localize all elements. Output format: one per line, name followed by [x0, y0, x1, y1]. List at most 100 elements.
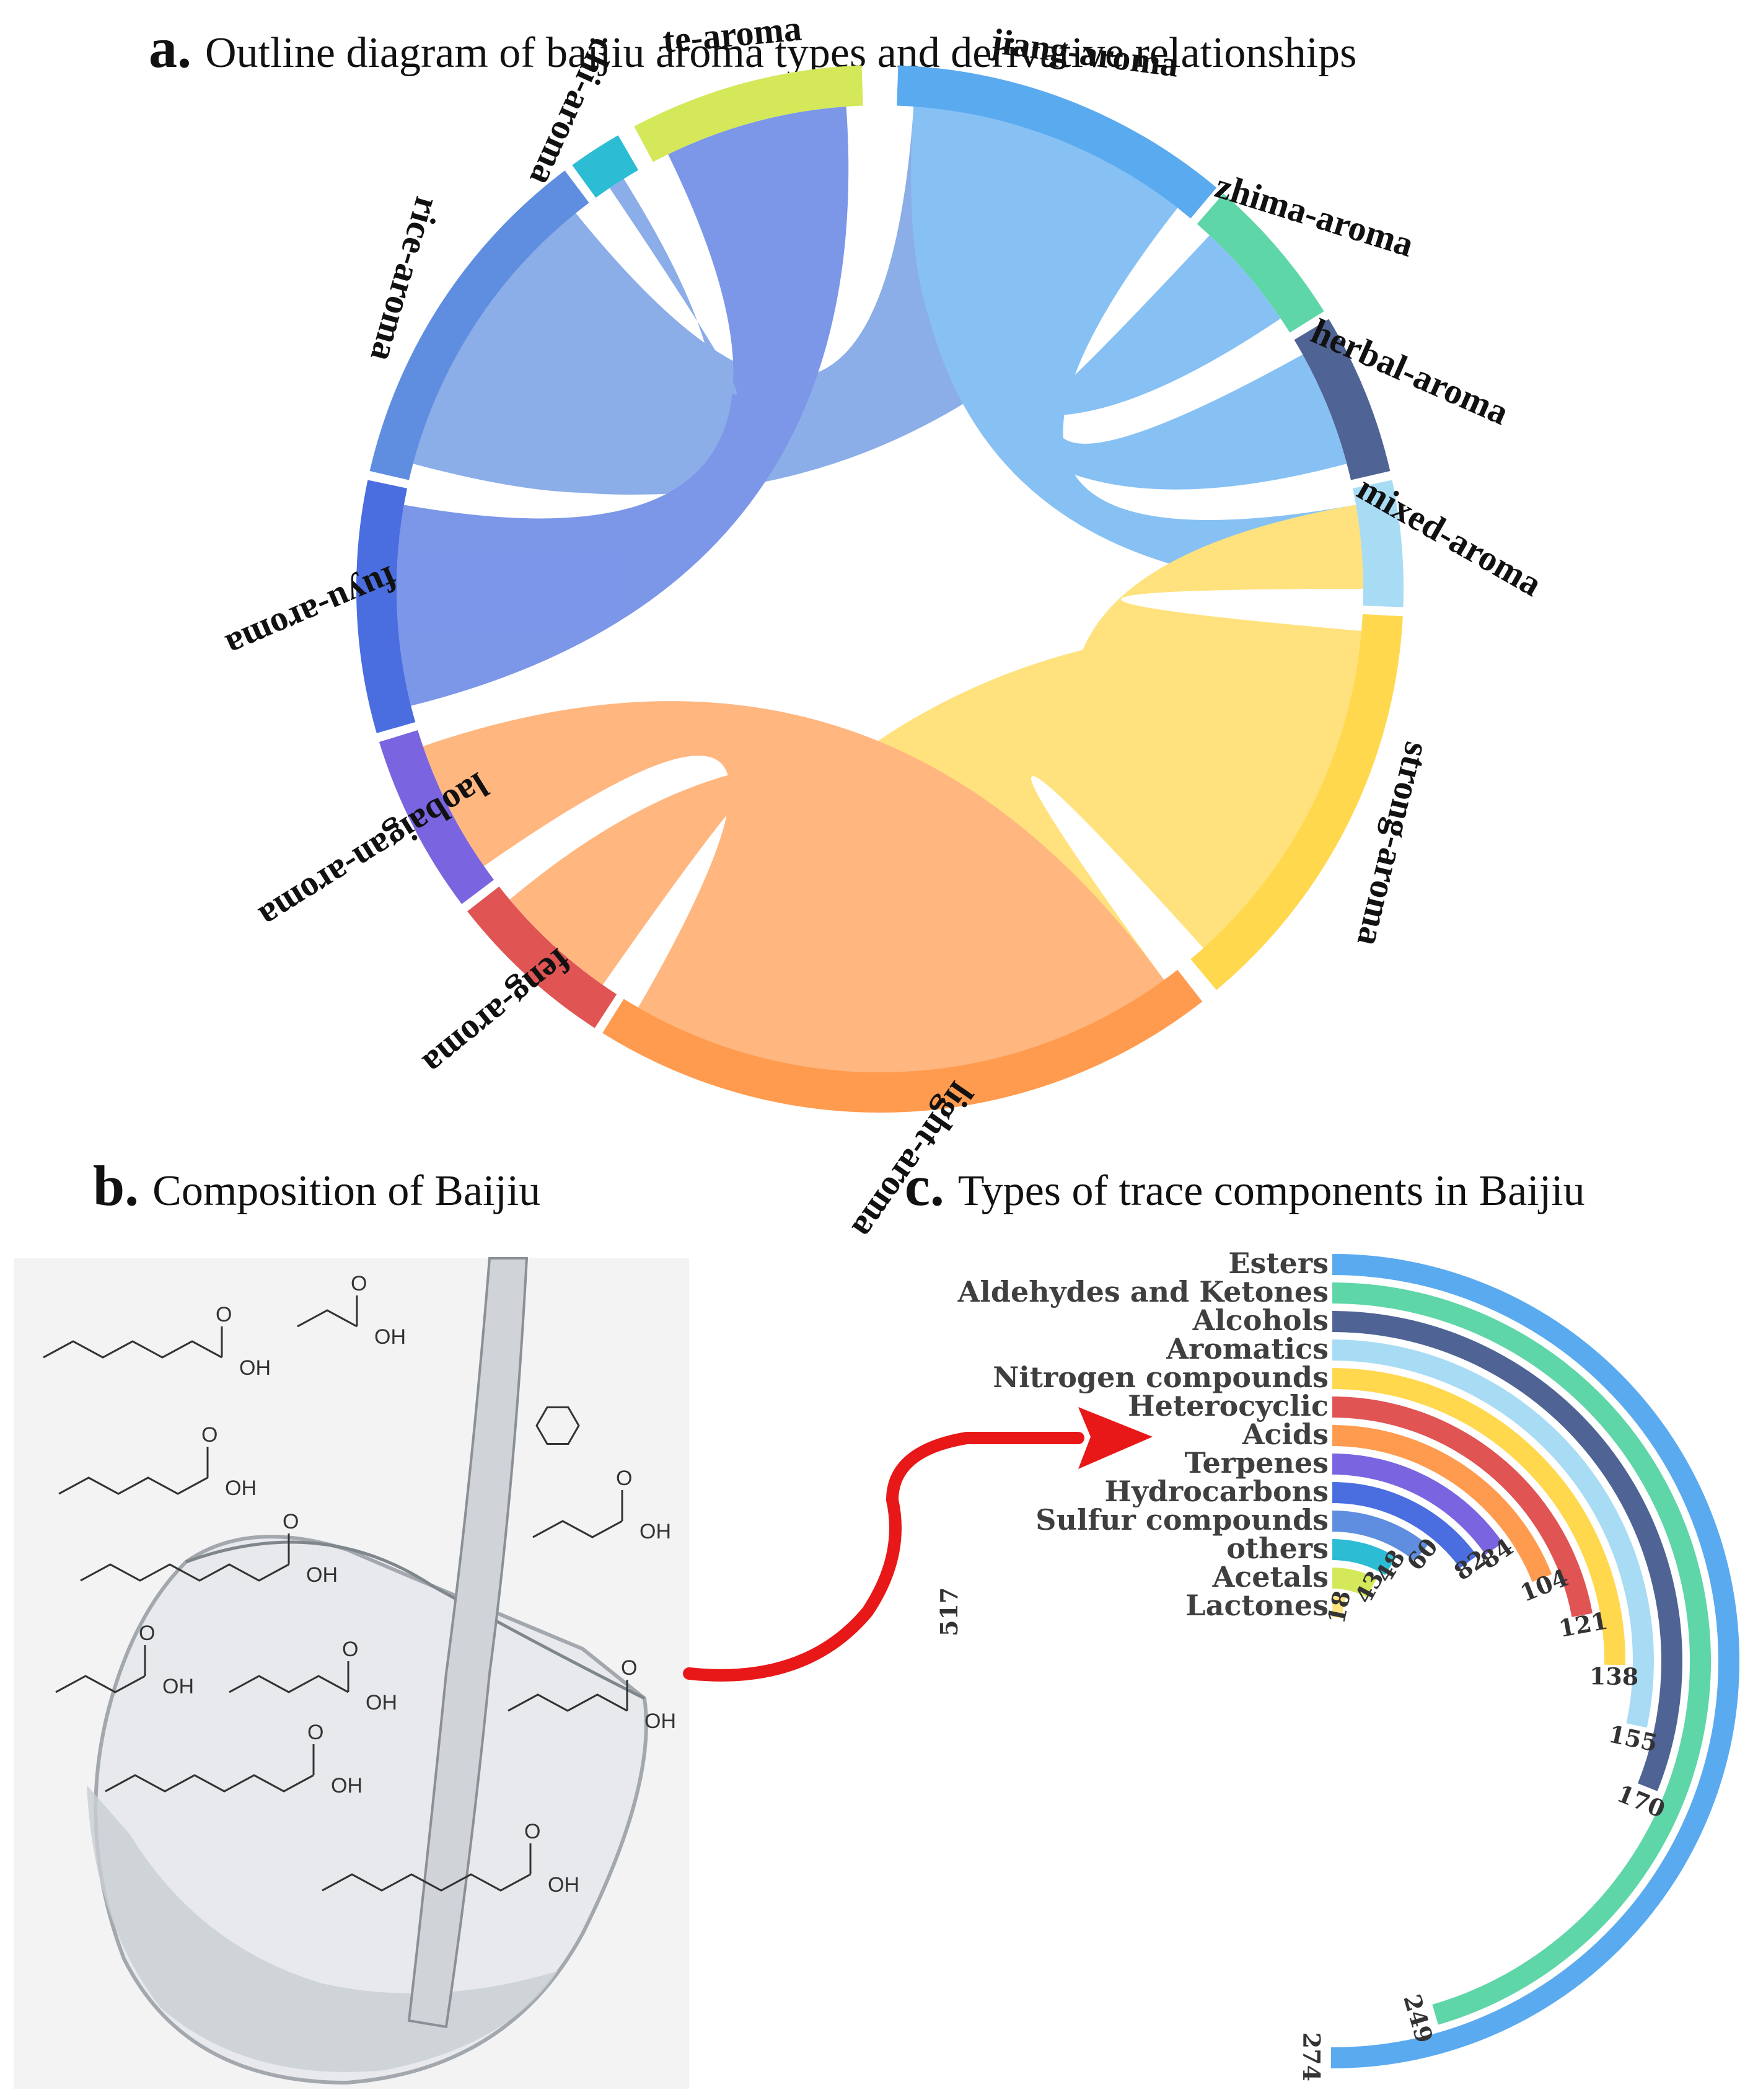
red-arrow-head — [1078, 1407, 1153, 1469]
aroma-arc — [1294, 319, 1391, 480]
aroma-arc — [1352, 480, 1404, 607]
hydroxyl-group: OH — [225, 1476, 257, 1500]
category-label: others — [1226, 1532, 1329, 1565]
carbon-chain — [55, 1675, 146, 1693]
radial-bars — [1331, 1264, 1729, 2058]
value-label: 274 — [1298, 2032, 1325, 2081]
chord-ribbons — [397, 106, 1363, 1073]
radial-bar — [1332, 1596, 1346, 1618]
aroma-arc — [634, 65, 863, 162]
relationship-ribbon — [423, 701, 1164, 1073]
value-label: 121 — [1557, 1607, 1610, 1643]
baijiu-photo: O OH O OH O OH O OH O OH O OH O OH O OH O OH O OH — [14, 1257, 689, 2089]
category-label: Terpenes — [1185, 1446, 1329, 1480]
aroma-arc — [369, 170, 589, 480]
carbon-chain — [43, 1340, 222, 1359]
value-label: 155 — [1606, 1719, 1660, 1757]
panel-a-title: a.Outline diagram of baijiu aroma types … — [149, 16, 1357, 79]
panel-c-title: c.Types of trace components in Baijiu — [905, 1154, 1585, 1217]
relationship-ribbon — [1072, 505, 1363, 948]
aroma-label: feng-aroma — [416, 941, 579, 1084]
category-label: Nitrogen compounds — [993, 1361, 1329, 1394]
radial-bar — [1332, 1425, 1552, 1582]
aroma-arc — [602, 969, 1203, 1113]
carbon-chain — [58, 1476, 208, 1495]
category-label: Acids — [1242, 1418, 1329, 1451]
value-label: 18 — [1322, 1588, 1356, 1626]
aroma-arc — [1197, 193, 1324, 333]
oxygen-atom: O — [139, 1621, 155, 1645]
radial-bar — [1332, 1539, 1397, 1576]
value-label: 249 — [1398, 1991, 1438, 2046]
value-label: 138 — [1589, 1662, 1639, 1690]
radial-bar — [1332, 1454, 1503, 1555]
category-label: Hydrocarbons — [1104, 1475, 1329, 1508]
aroma-arc — [572, 135, 638, 198]
relationship-ribbon — [911, 106, 1363, 589]
category-label: Alcohols — [1192, 1304, 1329, 1337]
oxygen-atom: O — [342, 1638, 358, 1661]
radial-bar — [1332, 1482, 1477, 1568]
oxygen-atom: O — [201, 1423, 218, 1447]
hydroxyl-group: OH — [644, 1710, 676, 1733]
aroma-arc — [897, 65, 1217, 219]
carbon-chain — [322, 1873, 531, 1892]
carbon-chain — [229, 1675, 349, 1693]
radial-bar — [1332, 1339, 1654, 1728]
aroma-arc — [467, 886, 617, 1028]
carbon-chain — [297, 1309, 358, 1328]
category-label: Aromatics — [1166, 1332, 1329, 1365]
relationship-ribbon — [413, 179, 737, 493]
carbon-chain — [80, 1563, 289, 1582]
chord-arcs — [356, 65, 1404, 1113]
radial-bar — [1332, 1511, 1428, 1561]
radial-bar — [1332, 1568, 1377, 1598]
category-label: Esters — [1228, 1246, 1329, 1280]
value-label: 104 — [1516, 1563, 1572, 1607]
radial-bar — [1332, 1368, 1625, 1665]
panel-b-title: b.Composition of Baijiu — [93, 1154, 541, 1217]
pouring-stream — [407, 1257, 529, 2029]
red-arrow — [683, 1432, 1084, 1682]
oxygen-atom: O — [524, 1820, 540, 1843]
hydroxyl-group: OH — [366, 1691, 397, 1714]
category-label: Lactones — [1185, 1589, 1329, 1622]
category-label: Sulfur compounds — [1035, 1503, 1329, 1537]
oxygen-atom: O — [216, 1303, 232, 1326]
hydroxyl-group: OH — [239, 1356, 271, 1380]
oxygen-atom: O — [616, 1467, 632, 1490]
hydroxyl-group: OH — [639, 1520, 671, 1543]
oxygen-atom: O — [621, 1656, 637, 1680]
carbon-chain — [532, 1520, 623, 1538]
radial-bar — [1332, 1396, 1593, 1617]
radial-bar — [1332, 1311, 1682, 1791]
category-label: Acetals — [1212, 1560, 1329, 1594]
hydroxyl-group: OH — [162, 1675, 194, 1698]
hydroxyl-group: OH — [374, 1325, 406, 1349]
category-label: Aldehydes and Ketones — [957, 1275, 1329, 1308]
radial-bar — [1332, 1282, 1711, 2025]
relationship-ribbon — [397, 106, 849, 706]
total-value-label: 517 — [935, 1587, 963, 1636]
value-label: 170 — [1613, 1779, 1669, 1823]
carbon-chain — [105, 1774, 314, 1793]
glass-rim — [185, 1540, 646, 1700]
oxygen-atom: O — [283, 1510, 299, 1533]
hydroxyl-group: OH — [331, 1774, 363, 1798]
molecule-structures: O OH O OH O OH O OH O OH O OH O OH O OH O OH O OH — [43, 1272, 676, 1897]
category-label: Heterocyclic — [1128, 1389, 1329, 1423]
oxygen-atom: O — [307, 1721, 323, 1744]
aroma-label: jiang-aroma — [988, 20, 1181, 85]
aroma-arc — [379, 730, 494, 904]
hydroxyl-group: OH — [548, 1873, 579, 1897]
aroma-arc — [1190, 614, 1403, 990]
oxygen-atom: O — [351, 1272, 367, 1295]
aroma-arc — [356, 480, 416, 733]
hydroxyl-group: OH — [306, 1563, 338, 1587]
aroma-label: te-aroma — [661, 8, 803, 61]
carbon-chain — [508, 1693, 628, 1712]
